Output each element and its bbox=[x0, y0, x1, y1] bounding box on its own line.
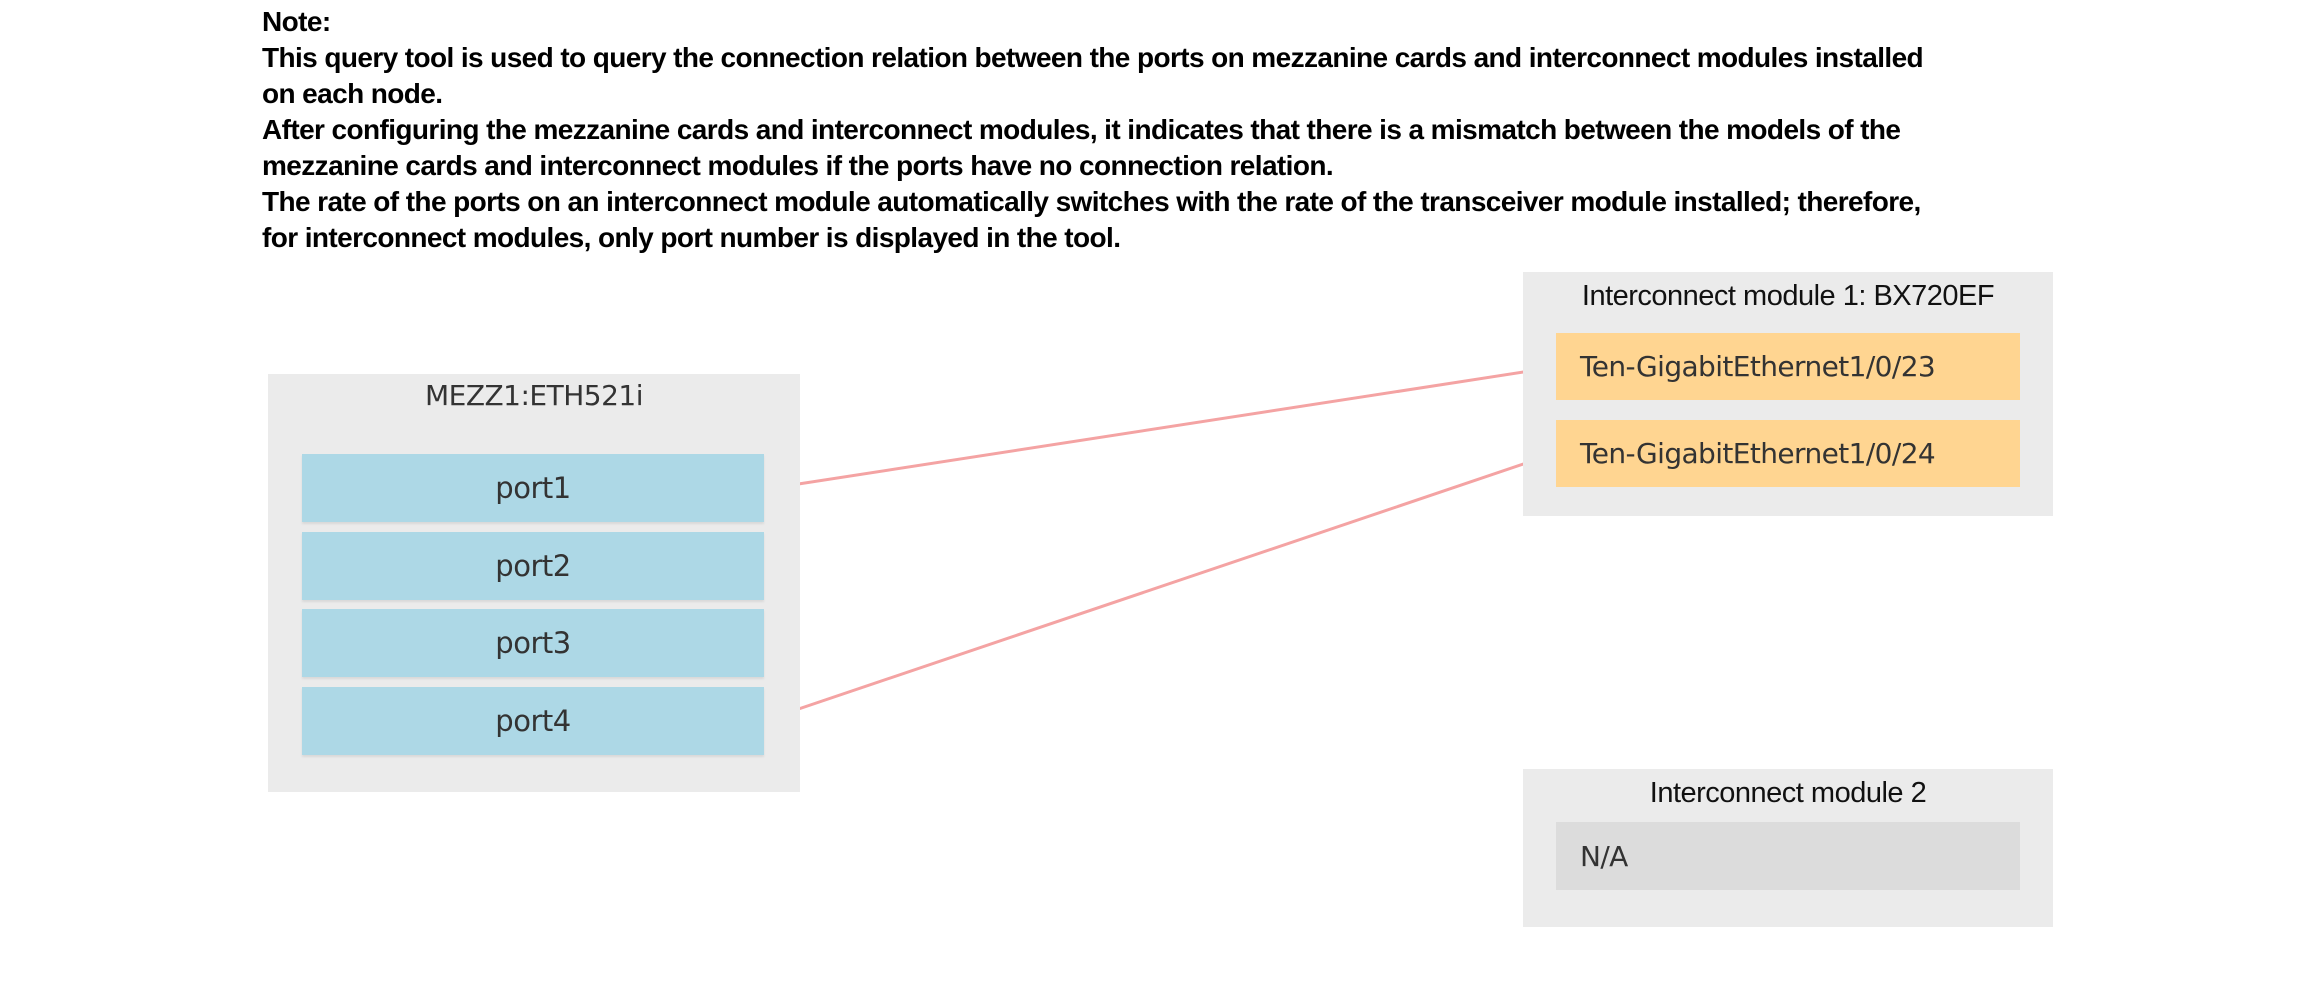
note-line: The rate of the ports on an interconnect… bbox=[262, 186, 1921, 217]
note-text: Note: This query tool is used to query t… bbox=[262, 4, 2042, 256]
interconnect-port-24[interactable]: Ten-GigabitEthernet1/0/24 bbox=[1556, 420, 2020, 487]
connection-line-port4 bbox=[765, 451, 1557, 722]
note-heading: Note: bbox=[262, 6, 331, 37]
mezz-port-4[interactable]: port4 bbox=[302, 687, 764, 755]
interconnect-port-23[interactable]: Ten-GigabitEthernet1/0/23 bbox=[1556, 333, 2020, 400]
interconnect-2-port-na: N/A bbox=[1556, 822, 2020, 890]
interconnect-module-2-title: Interconnect module 2 bbox=[1649, 777, 1927, 809]
mezz-port-3[interactable]: port3 bbox=[302, 609, 764, 677]
note-line: After configuring the mezzanine cards an… bbox=[262, 114, 1901, 145]
note-line: mezzanine cards and interconnect modules… bbox=[262, 150, 1334, 181]
interconnect-module-2-panel: Interconnect module 2 N/A bbox=[1523, 769, 2053, 927]
note-line: for interconnect modules, only port numb… bbox=[262, 222, 1121, 253]
note-line: This query tool is used to query the con… bbox=[262, 42, 1924, 73]
interconnect-module-1-title: Interconnect module 1: BX720EF bbox=[1581, 280, 1995, 312]
mezzanine-card-title: MEZZ1:ETH521i bbox=[424, 379, 644, 412]
note-line: on each node. bbox=[262, 78, 443, 109]
mezz-port-2[interactable]: port2 bbox=[302, 532, 764, 600]
mezzanine-card-panel: MEZZ1:ETH521i port1 port2 port3 port4 bbox=[268, 374, 800, 792]
connection-line-port1 bbox=[765, 365, 1557, 491]
mezz-port-1[interactable]: port1 bbox=[302, 454, 764, 522]
interconnect-module-1-panel: Interconnect module 1: BX720EF Ten-Gigab… bbox=[1523, 272, 2053, 516]
